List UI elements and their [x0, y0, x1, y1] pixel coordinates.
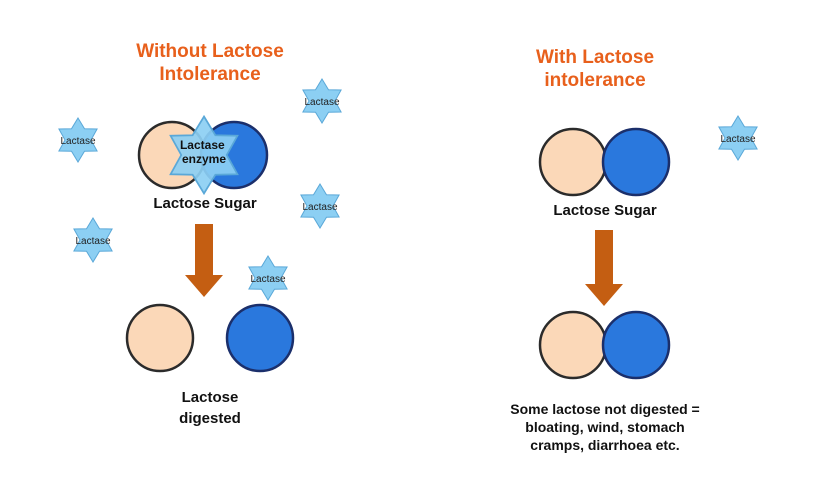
lactase-icon: Lactase: [58, 117, 98, 163]
enzyme-label-line1: Lactase: [180, 138, 225, 152]
lactase-icon: Lactase: [718, 115, 758, 161]
lactase-icon: Lactase: [73, 217, 113, 263]
undigested-galactose-circle: [601, 310, 671, 380]
lactase-star-label: Lactase: [304, 97, 339, 108]
right-galactose-circle: [601, 127, 671, 197]
right-down-arrow: [585, 230, 623, 306]
lactase-star-label: Lactase: [75, 236, 110, 247]
undigested-glucose-circle: [538, 310, 608, 380]
lactase-star-label: Lactase: [250, 274, 285, 285]
right-panel-title: With Lactose intolerance: [535, 47, 655, 91]
lactase-icon: Lactase: [248, 255, 288, 301]
lactase-star-label: Lactase: [720, 134, 755, 145]
lactase-enzyme-label: Lactase enzyme: [180, 138, 228, 166]
digested-galactose-circle: [225, 303, 295, 373]
enzyme-label-line2: enzyme: [182, 152, 226, 166]
lactase-star-label: Lactase: [60, 136, 95, 147]
right-glucose-circle: [538, 127, 608, 197]
undigested-lactose-molecule: [538, 310, 671, 380]
right-lactose-sugar-label: Lactose Sugar: [553, 202, 657, 219]
left-down-arrow: [185, 224, 223, 297]
lactose-digested-label: Lactose digested: [179, 389, 241, 427]
lactase-icon: Lactase: [302, 78, 342, 124]
left-lactose-sugar-label: Lactose Sugar: [153, 195, 257, 212]
left-panel-title: Without Lactose Intolerance: [136, 41, 284, 85]
right-lactose-molecule: [538, 127, 671, 197]
not-digested-symptoms-label: Some lactose not digested = bloating, wi…: [510, 401, 700, 453]
digested-glucose-circle: [125, 303, 195, 373]
lactase-star-label: Lactase: [302, 202, 337, 213]
lactase-icon: Lactase: [300, 183, 340, 229]
